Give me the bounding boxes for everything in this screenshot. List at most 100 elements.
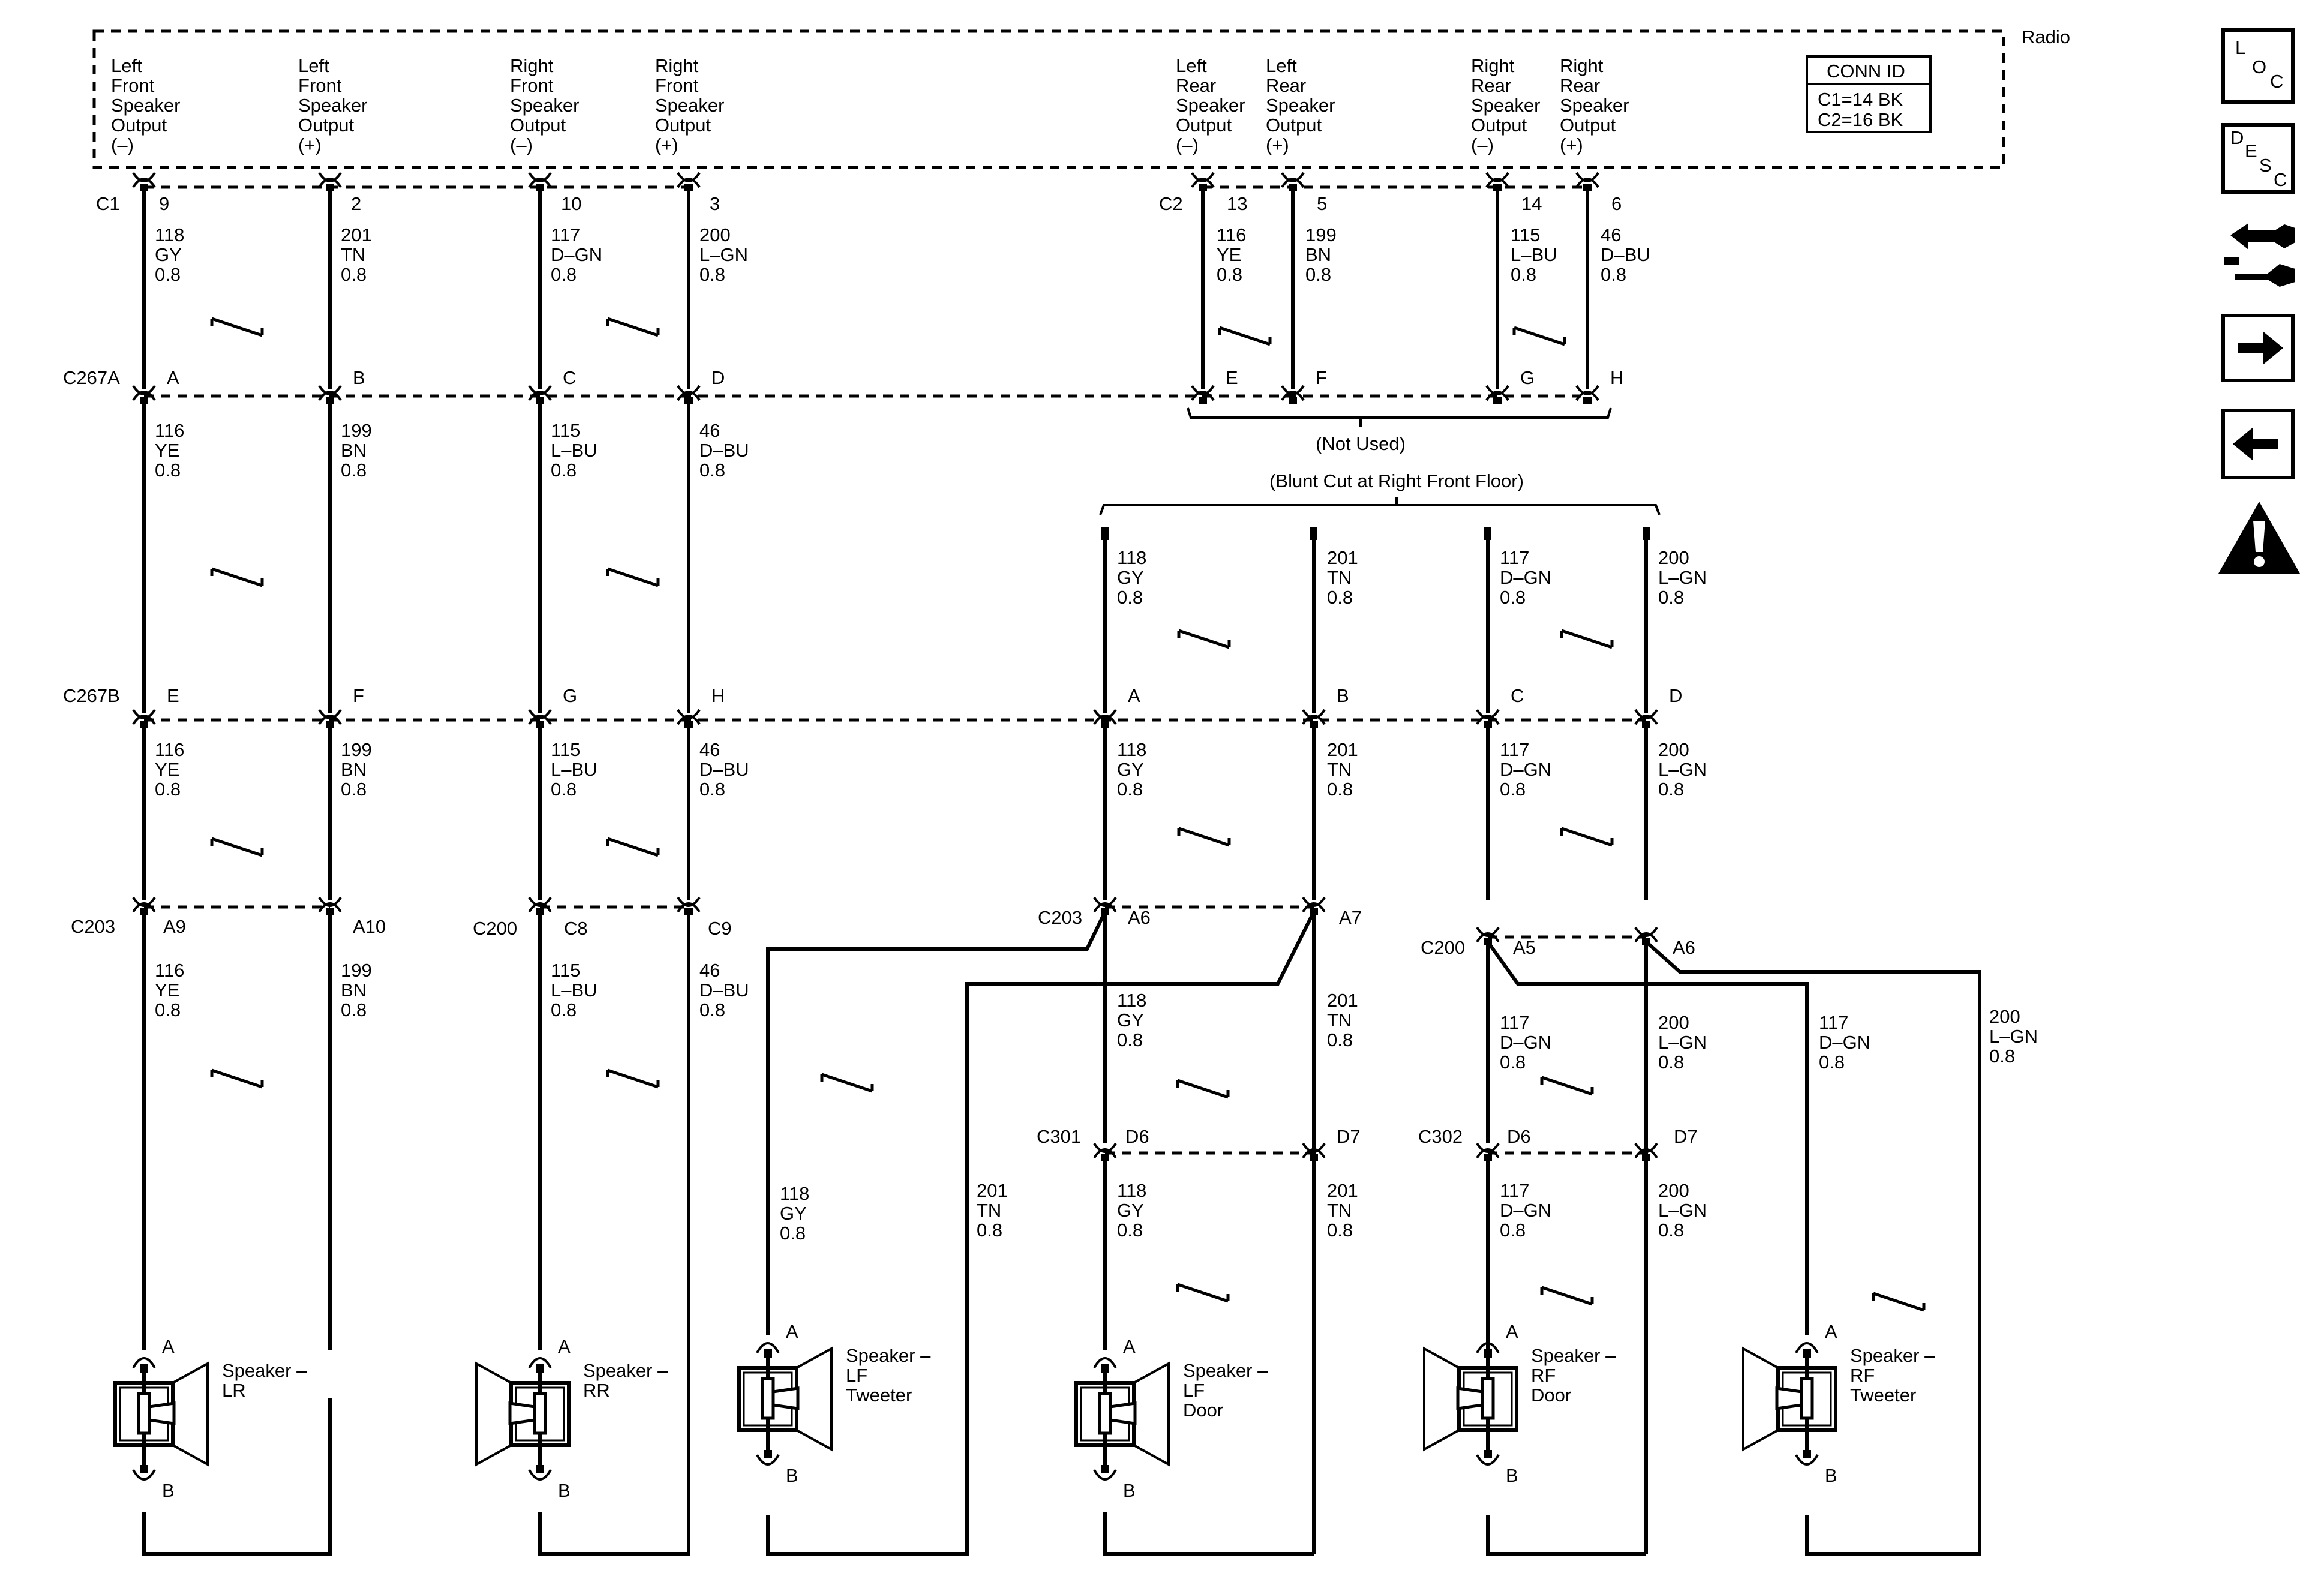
connector-c2-pin: 14: [1521, 193, 1542, 214]
wire-label-line: 0.8: [1658, 1052, 1684, 1073]
wire-label-line: TN: [1327, 567, 1352, 588]
wire-label: 46D–BU0.8: [699, 960, 749, 1020]
wire-label-line: 115: [551, 739, 580, 760]
wire-label-line: BN: [1305, 244, 1331, 265]
back-button[interactable]: [2221, 409, 2295, 479]
radio-output-label: Output: [1471, 115, 1527, 136]
wire-label-line: 118: [780, 1183, 809, 1204]
wire-label-line: YE: [1217, 244, 1241, 265]
connector-c267b-pin: A: [1128, 685, 1140, 706]
speaker-label-line: Speaker –: [846, 1345, 931, 1366]
connectors-layer: [132, 172, 1819, 1481]
radio-output-label: Output: [1266, 115, 1322, 136]
wire-label-line: 46: [699, 420, 720, 441]
connector-harness-icon: [2224, 223, 2295, 287]
connector-c203-pin: A6: [1128, 907, 1151, 928]
wire-label-line: 0.8: [1117, 1029, 1143, 1050]
radio-output-label: Speaker: [1266, 95, 1335, 116]
radio-output-label: Output: [655, 115, 711, 136]
wire-label-line: 0.8: [1511, 264, 1536, 285]
connector-harness-button[interactable]: [2224, 223, 2295, 287]
connector-c267b-pin: E: [167, 685, 179, 706]
wire-label-line: 0.8: [551, 779, 577, 800]
speaker-label-line: RF: [1531, 1365, 1556, 1386]
wire-label-line: TN: [341, 244, 365, 265]
radio-output-label: (–): [1176, 134, 1199, 155]
wire-label-line: 117: [1500, 547, 1529, 568]
wire: [538, 912, 690, 1556]
speaker-label-line: Speaker –: [1850, 1345, 1935, 1366]
wire-label-line: D–GN: [1500, 567, 1551, 588]
wire-label-line: 200: [699, 224, 731, 245]
speaker-label-line: Door: [1531, 1385, 1571, 1406]
radio-output-label: Left: [298, 55, 329, 76]
radio-output-labels: LeftFrontSpeakerOutput(–)LeftFrontSpeake…: [111, 55, 1629, 155]
wire-label-line: 201: [1327, 547, 1358, 568]
conn-id-title: CONN ID: [1827, 61, 1905, 82]
radio-output-label: Right: [655, 55, 699, 76]
connector-c301-label: C301: [1037, 1126, 1081, 1147]
warning-icon: [2218, 502, 2300, 574]
wire: [766, 911, 1107, 1335]
connector-c1-pin: 2: [351, 193, 361, 214]
wire-label-line: 46: [699, 739, 720, 760]
wire-label-line: 200: [1658, 1180, 1689, 1201]
connector-c200-label: C200: [473, 918, 517, 939]
radio-module: Radio CONN ID C1=14 BK C2=16 BK LeftFron…: [92, 26, 2070, 169]
connector-pin: [677, 896, 701, 915]
connector-c267b-pin: F: [353, 685, 364, 706]
shield-mark: [1179, 631, 1229, 647]
wire-label-line: 0.8: [155, 264, 181, 285]
desc-button[interactable]: D E S C: [2221, 123, 2295, 194]
wire-label-line: L–GN: [1658, 1032, 1707, 1053]
connector-c267b-pin: C: [1511, 685, 1524, 706]
wire-label-line: 118: [1117, 990, 1146, 1011]
radio-output-label: (+): [655, 134, 678, 155]
wire-label-line: L–GN: [699, 244, 748, 265]
connector-c301-pin: D7: [1337, 1126, 1361, 1147]
connector-c267a-pin: B: [353, 367, 365, 388]
radio-output-label: (+): [1560, 134, 1583, 155]
warning-button[interactable]: [2218, 502, 2300, 574]
connector-c203-label: C203: [71, 916, 115, 937]
connector-c301-pin: D6: [1125, 1126, 1149, 1147]
connector-pin: [528, 709, 552, 728]
not-used-note: (Not Used): [1316, 433, 1406, 454]
wire-label-line: TN: [977, 1200, 1001, 1221]
radio-output-label: Speaker: [1471, 95, 1540, 116]
wire-label-line: D–BU: [699, 980, 749, 1001]
radio-output-label: Output: [298, 115, 354, 136]
radio-label: Radio: [2022, 26, 2070, 47]
wire-label-line: BN: [341, 759, 367, 780]
connector-pin: [1191, 385, 1215, 404]
forward-button[interactable]: [2221, 314, 2295, 382]
wire-label-line: 0.8: [1819, 1052, 1845, 1073]
radio-output-label: Left: [111, 55, 142, 76]
connector-c2-label: C2: [1159, 193, 1183, 214]
connector-pin: [132, 709, 156, 728]
connector-pin: [528, 896, 552, 915]
wire-label-line: 0.8: [1500, 1052, 1526, 1073]
radio-output-label: (–): [510, 134, 533, 155]
loc-button[interactable]: L O C: [2221, 28, 2295, 104]
speaker-pin-a: A: [1123, 1336, 1136, 1357]
shield-mark: [1179, 828, 1229, 845]
wire-label-line: TN: [1327, 759, 1352, 780]
wire-label-line: 117: [551, 224, 580, 245]
connector-pin: [1476, 709, 1500, 728]
connector-pin: [1485, 385, 1509, 404]
speaker-label-line: Speaker –: [1183, 1360, 1268, 1381]
radio-output-label: (–): [111, 134, 134, 155]
